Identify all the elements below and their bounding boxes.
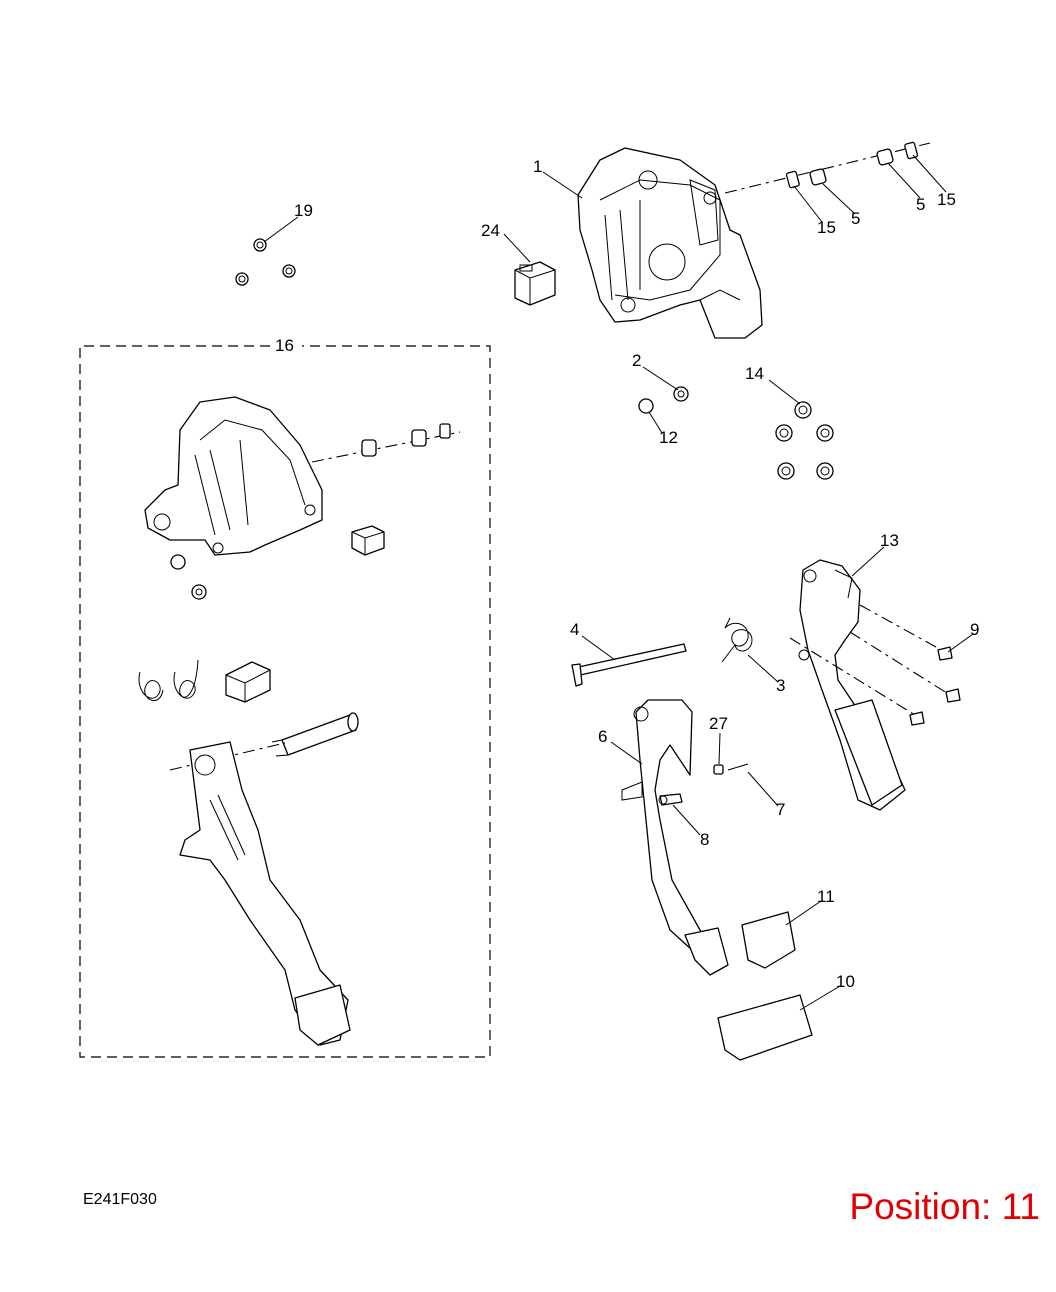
pivot-axis [724,142,931,194]
callout-12: 12 [659,428,678,447]
pedal-bracket-part-1 [577,147,763,339]
position-label: Position: 11 [849,1186,1040,1227]
callout-6: 6 [598,727,607,746]
callout-4: 4 [570,620,579,639]
nut-part-2 [673,386,689,402]
callout-15-a: 15 [817,218,836,237]
callout-1: 1 [533,157,542,176]
throttle-bolt-axis-1 [859,604,946,653]
callout-15-b: 15 [937,190,956,209]
callout-16: 16 [275,336,294,355]
throttle-pedal-part-13 [798,559,906,811]
kit-switch-2 [225,661,271,703]
kit-bushes [361,423,451,457]
clutch-pad-part-10 [717,994,813,1061]
pin-part-7 [727,763,749,771]
kit-clutch-pedal [179,741,351,1046]
pivot-shaft-part-4 [571,643,687,687]
nuts-part-14 [775,401,834,480]
pin-part-8 [658,793,683,806]
callout-24: 24 [481,221,500,240]
kit-switch [351,525,385,556]
switch-part-24 [514,261,556,306]
callout-11: 11 [817,887,835,906]
callout-5-a: 5 [851,209,860,228]
return-spring-part-3 [721,617,753,663]
callout-10: 10 [836,972,855,991]
kit-bracket [144,396,323,556]
callout-labels: 1 24 19 16 2 12 14 15 5 5 15 4 3 6 27 7 … [275,157,979,991]
callout-27: 27 [709,714,728,733]
kit-pivot-axis [311,431,461,463]
callout-3: 3 [776,676,785,695]
callout-8: 8 [700,830,709,849]
clip-part-15-a [785,170,800,189]
callout-19: 19 [294,201,313,220]
kit-nut [191,584,207,600]
clip-part-15-b [904,141,919,160]
callout-2: 2 [632,351,641,370]
brake-pedal-part-6 [621,699,729,976]
leader-lines [263,154,974,1011]
bolts-part-9 [909,646,961,726]
callout-9: 9 [970,620,979,639]
bush-part-5-a [809,168,827,186]
kit-washer [170,554,186,570]
callout-13: 13 [880,531,899,550]
kit-boundary [79,345,491,1058]
washer-part-12 [638,398,654,414]
throttle-bolt-axis-2 [849,631,951,696]
kit-spring [138,659,199,701]
brake-pad-part-11 [741,911,796,969]
bush-part-5-b [876,148,894,166]
callout-14: 14 [745,364,764,383]
callout-7: 7 [776,800,785,819]
diagram-code: E241F030 [83,1191,157,1208]
kit-pivot-tube [271,712,359,757]
clip-part-27 [713,764,724,775]
callout-5-b: 5 [916,195,925,214]
nuts-part-19 [235,238,296,286]
